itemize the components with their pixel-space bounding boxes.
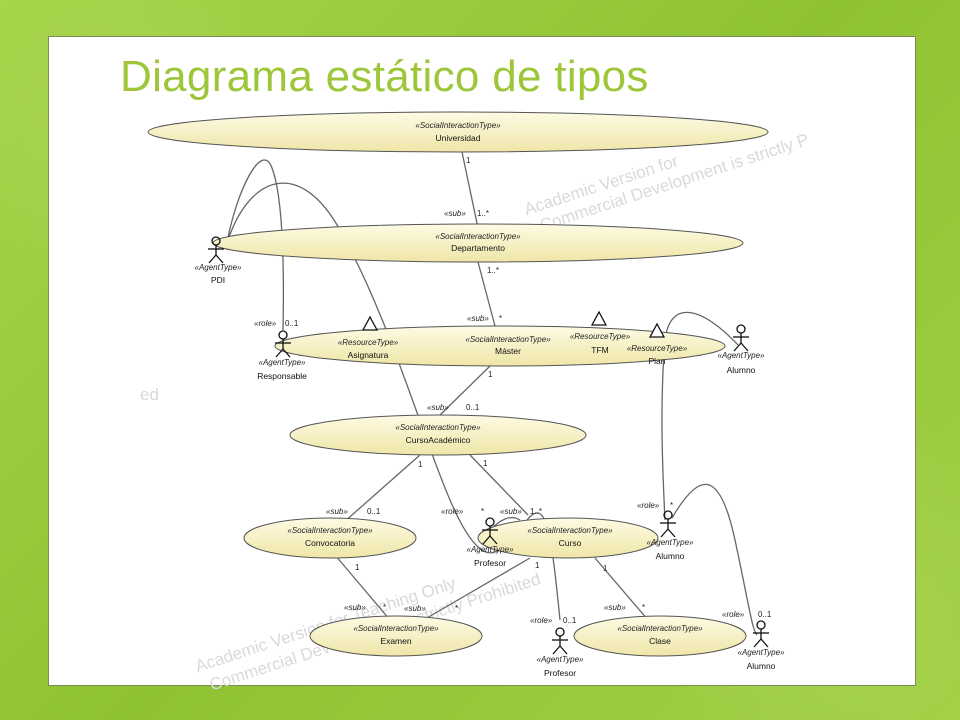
label-master-1: 1 — [488, 370, 493, 379]
resource-plan: «ResourceType» Plan — [627, 322, 688, 366]
node-curso: «SocialInteractionType» Curso — [477, 517, 659, 559]
svg-text:Profesor: Profesor — [544, 668, 576, 678]
label-ca-1b: 1 — [483, 459, 488, 468]
node-master: «SocialInteractionType» Máster — [274, 325, 726, 367]
agent-responsable: «AgentType» Responsable — [257, 330, 307, 381]
svg-text:«AgentType»: «AgentType» — [718, 351, 766, 360]
svg-text:PDI: PDI — [211, 275, 225, 285]
label-curso-sub: «sub» — [500, 507, 522, 516]
svg-text:«SocialInteractionType»: «SocialInteractionType» — [527, 526, 613, 535]
label-ex-star1: * — [383, 603, 386, 612]
svg-text:«SocialInteractionType»: «SocialInteractionType» — [415, 121, 501, 130]
label-ex-sub2: «sub» — [404, 604, 426, 613]
svg-text:Profesor: Profesor — [474, 558, 506, 568]
svg-text:«AgentType»: «AgentType» — [738, 648, 786, 657]
label-cl-star: * — [642, 603, 645, 612]
label-ac-role: «role» — [722, 610, 745, 619]
agent-alumno-master: «AgentType» Alumno — [718, 324, 766, 375]
label-ac-mult: 0..1 — [758, 610, 772, 619]
connectors — [225, 151, 758, 636]
agent-icon — [752, 620, 770, 648]
label-prof-star: * — [481, 507, 484, 516]
label-resp-role: «role» — [254, 319, 277, 328]
agent-alumno-clase: «AgentType» Alumno — [738, 620, 786, 671]
svg-text:Responsable: Responsable — [257, 371, 307, 381]
label-curso-mult: 1..* — [530, 507, 542, 516]
label-ex-star2: * — [455, 604, 458, 613]
svg-text:Alumno: Alumno — [747, 661, 776, 671]
agent-icon — [551, 627, 569, 655]
node-convocatoria: «SocialInteractionType» Convocatoria — [243, 517, 417, 559]
svg-text:Plan: Plan — [648, 356, 665, 366]
label-prof-role: «role» — [441, 507, 464, 516]
label-curso-1a: 1 — [535, 561, 540, 570]
svg-text:TFM: TFM — [591, 345, 608, 355]
label-ca-sub: «sub» — [427, 403, 449, 412]
node-curso-academico: «SocialInteractionType» CursoAcadémico — [289, 414, 587, 456]
node-clase: «SocialInteractionType» Clase — [573, 615, 747, 657]
label-dep-mult: 1..* — [477, 209, 489, 218]
svg-text:«AgentType»: «AgentType» — [537, 655, 585, 664]
agent-profesor-clase: «AgentType» Profesor — [537, 627, 585, 678]
resource-tfm: «ResourceType» TFM — [570, 310, 631, 355]
svg-text:«ResourceType»: «ResourceType» — [338, 338, 399, 347]
label-conv-1: 1 — [355, 563, 360, 572]
agent-alumno-curso: «AgentType» Alumno — [647, 510, 695, 561]
svg-text:Convocatoria: Convocatoria — [305, 538, 355, 548]
svg-text:«AgentType»: «AgentType» — [467, 545, 515, 554]
svg-text:«SocialInteractionType»: «SocialInteractionType» — [435, 232, 521, 241]
label-curso-1b: 1 — [603, 564, 608, 573]
svg-text:Curso: Curso — [559, 538, 582, 548]
slide-title: Diagrama estático de tipos — [120, 52, 649, 101]
label-resp-mult: 0..1 — [285, 319, 299, 328]
svg-text:«ResourceType»: «ResourceType» — [627, 344, 688, 353]
label-ca-mult: 0..1 — [466, 403, 480, 412]
svg-text:CursoAcadémico: CursoAcadémico — [406, 435, 471, 445]
label-conv-sub: «sub» — [326, 507, 348, 516]
svg-text:«SocialInteractionType»: «SocialInteractionType» — [395, 423, 481, 432]
label-uni-1: 1 — [466, 156, 471, 165]
svg-text:«ResourceType»: «ResourceType» — [570, 332, 631, 341]
triangle-icon — [590, 310, 608, 326]
svg-text:Examen: Examen — [380, 636, 411, 646]
resource-asignatura: «ResourceType» Asignatura — [338, 315, 399, 360]
label-cl-sub: «sub» — [604, 603, 626, 612]
agent-pdi: «AgentType» PDI — [195, 236, 243, 285]
svg-text:Clase: Clase — [649, 636, 671, 646]
svg-text:Asignatura: Asignatura — [348, 350, 389, 360]
label-pc-role: «role» — [530, 616, 553, 625]
connector-labels: 1 «sub» 1..* 1..* «sub» * «role» 0..1 1 … — [254, 156, 772, 625]
svg-text:Máster: Máster — [495, 346, 521, 356]
label-master-sub: «sub» — [467, 314, 489, 323]
triangle-icon — [361, 315, 379, 331]
node-departamento: «SocialInteractionType» Departamento — [212, 223, 744, 263]
watermark-text-5: ed — [140, 385, 159, 404]
triangle-icon — [648, 322, 666, 338]
svg-text:«AgentType»: «AgentType» — [647, 538, 695, 547]
svg-text:«AgentType»: «AgentType» — [259, 358, 307, 367]
svg-text:«SocialInteractionType»: «SocialInteractionType» — [287, 526, 373, 535]
label-dep-sub: «sub» — [444, 209, 466, 218]
label-pc-mult: 0..1 — [563, 616, 577, 625]
node-examen: «SocialInteractionType» Examen — [309, 615, 483, 657]
label-alum-role: «role» — [637, 501, 660, 510]
svg-text:«SocialInteractionType»: «SocialInteractionType» — [465, 335, 551, 344]
svg-text:Universidad: Universidad — [436, 133, 481, 143]
svg-text:«SocialInteractionType»: «SocialInteractionType» — [617, 624, 703, 633]
node-universidad: «SocialInteractionType» Universidad — [147, 111, 769, 153]
agent-profesor-curso: «AgentType» Profesor — [467, 517, 515, 568]
svg-text:Departamento: Departamento — [451, 243, 505, 253]
label-master-star: * — [499, 314, 502, 323]
svg-text:«AgentType»: «AgentType» — [195, 263, 243, 272]
label-dep-1: 1..* — [487, 266, 499, 275]
label-alum-star: * — [670, 501, 673, 510]
label-conv-mult: 0..1 — [367, 507, 381, 516]
label-ca-1a: 1 — [418, 460, 423, 469]
svg-text:Alumno: Alumno — [727, 365, 756, 375]
label-ex-sub1: «sub» — [344, 603, 366, 612]
svg-text:Alumno: Alumno — [656, 551, 685, 561]
svg-text:«SocialInteractionType»: «SocialInteractionType» — [353, 624, 439, 633]
agent-icon — [732, 324, 750, 352]
